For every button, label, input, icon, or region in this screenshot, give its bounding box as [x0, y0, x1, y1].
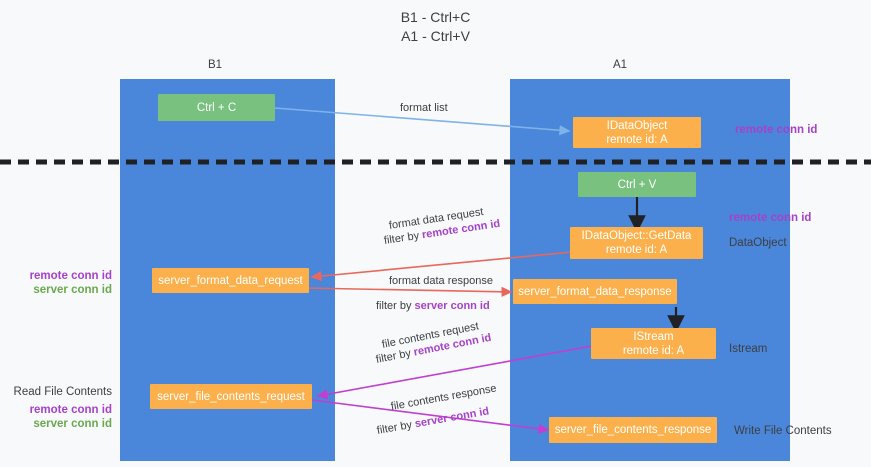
- left-label-read-file-contents-group: Read File Contents: [0, 385, 112, 399]
- left-label-server-conn-id-1: server conn id: [33, 284, 112, 296]
- node-istream[interactable]: IStream remote id: A: [591, 328, 716, 359]
- edge-label-format-data-response: format data response: [389, 274, 493, 288]
- node-ctrl-v[interactable]: Ctrl + V: [578, 172, 696, 197]
- node-idataobject-getdata-line1: IDataObject::GetData: [581, 230, 692, 242]
- left-label-server-conn-id-2: server conn id: [33, 418, 112, 430]
- filter-by-prefix-4: filter by: [375, 418, 416, 437]
- right-label-data-object: DataObject: [729, 237, 787, 249]
- node-server-file-contents-request-label: server_file_contents_request: [157, 390, 305, 403]
- column-header-b1-title: B1: [207, 59, 223, 71]
- left-label-conn-ids-top: remote conn id server conn id: [0, 269, 112, 297]
- node-idataobject-getdata-line2: remote id: A: [605, 244, 668, 256]
- node-istream-line1: IStream: [633, 330, 674, 343]
- node-ctrl-c-label: Ctrl + C: [196, 101, 237, 114]
- node-server-file-contents-response[interactable]: server_file_contents_response: [549, 417, 717, 443]
- server-conn-id-1: server conn id: [414, 300, 490, 312]
- node-ctrl-v-label: Ctrl + V: [617, 178, 657, 191]
- node-server-format-data-request-label: server_format_data_request: [158, 274, 303, 287]
- column-header-a1-title: A1: [612, 59, 628, 71]
- left-label-remote-conn-id-2: remote conn id: [29, 404, 112, 416]
- node-ctrl-c[interactable]: Ctrl + C: [158, 94, 275, 121]
- node-server-file-contents-request[interactable]: server_file_contents_request: [150, 384, 312, 409]
- right-label-remote-conn-id-mid: remote conn id: [729, 212, 812, 224]
- node-idataobject-line2: remote id: A: [606, 133, 668, 146]
- node-idataobject-line1: IDataObject: [606, 119, 668, 132]
- edge-label-format-list: format list: [400, 101, 448, 115]
- right-label-write-file-contents: Write File Contents: [734, 425, 832, 437]
- node-istream-line2: remote id: A: [622, 344, 685, 357]
- edge-label-format-list-text: format list: [400, 102, 448, 114]
- server-conn-id-2: server conn id: [413, 405, 491, 431]
- edge-label-filter-server-conn-id-1: filter by server conn id: [376, 299, 490, 313]
- node-server-file-contents-response-label: server_file_contents_response: [554, 424, 712, 436]
- node-idataobject-getdata[interactable]: IDataObject::GetData remote id: A: [570, 227, 703, 259]
- left-label-remote-conn-id-1: remote conn id: [29, 270, 112, 282]
- node-server-format-data-response[interactable]: server_format_data_response: [513, 279, 677, 304]
- left-label-conn-ids-bottom: remote conn id server conn id: [0, 403, 112, 431]
- left-label-read-file-contents: Read File Contents: [13, 386, 112, 398]
- filter-by-prefix-3: filter by: [374, 346, 415, 366]
- right-label-istream: Istream: [729, 343, 768, 355]
- node-server-format-data-request[interactable]: server_format_data_request: [152, 268, 309, 293]
- node-server-format-data-response-label: server_format_data_response: [518, 285, 672, 298]
- node-idataobject[interactable]: IDataObject remote id: A: [573, 117, 701, 148]
- edge-label-format-data-response-text: format data response: [389, 275, 493, 287]
- right-label-remote-conn-id-top: remote conn id: [735, 124, 818, 136]
- page-title: B1 - Ctrl+C A1 - Ctrl+V: [400, 9, 471, 44]
- filter-by-prefix-2: filter by: [376, 300, 415, 312]
- arrow-format-data-response: [304, 286, 513, 297]
